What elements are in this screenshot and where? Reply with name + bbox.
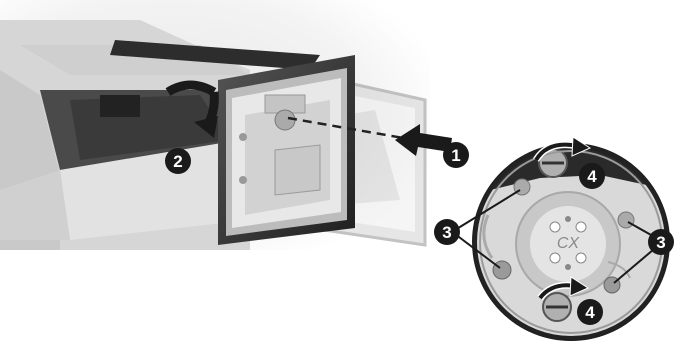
screw-bottom [542,292,572,322]
svg-text:3: 3 [442,223,451,242]
zoom-label: CX [557,235,581,252]
svg-text:4: 4 [585,303,595,322]
callout-1: 1 [443,142,469,168]
zoom-detail: CX [472,136,670,341]
mounting-plate [218,55,355,245]
callout-3-left: 3 [434,219,460,245]
alignment-dashed-line [287,116,416,142]
svg-text:2: 2 [173,152,182,171]
callout-4-top: 4 [579,163,605,189]
svg-text:4: 4 [587,167,597,186]
top-slot [110,40,320,70]
rotate-arrow [165,80,219,138]
svg-text:1: 1 [451,146,460,165]
mount-bracket [100,95,140,117]
push-arrow [395,124,452,156]
svg-text:3: 3 [656,233,665,252]
housing [0,20,320,250]
hole-upper-right [617,211,635,229]
callout-3-right: 3 [648,229,674,255]
callout-4-bottom: 4 [577,299,603,325]
callout-2: 2 [165,148,191,174]
